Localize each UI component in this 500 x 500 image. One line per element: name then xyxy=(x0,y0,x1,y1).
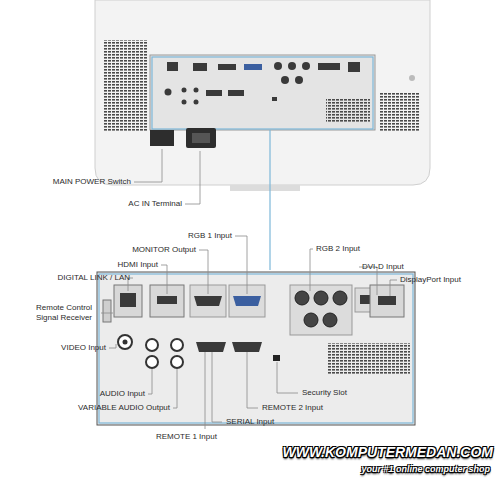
vent-grille xyxy=(326,98,370,122)
part-label: DisplayPort Input xyxy=(400,275,461,285)
part-label: REMOTE 2 Input xyxy=(262,403,323,413)
screw xyxy=(409,75,415,81)
projector-body xyxy=(95,0,430,185)
part-label: MONITOR Output xyxy=(132,245,196,255)
watermark: WWW.KOMPUTERMEDAN.COM xyxy=(283,444,494,461)
part-label: Remote Control Signal Receiver xyxy=(36,303,98,323)
part-label: DVI-D Input xyxy=(362,262,404,272)
vent-grille xyxy=(104,40,148,132)
ac-inlet xyxy=(192,133,210,143)
part-label: RGB 1 Input xyxy=(188,231,232,241)
zoom-panel xyxy=(97,272,415,425)
power-switch xyxy=(150,130,174,146)
rear-panel xyxy=(150,55,375,130)
zoom-line xyxy=(269,130,270,270)
ac-inlet xyxy=(186,128,216,148)
watermark: your #1 online computer shop xyxy=(361,463,490,475)
part-label: Security Slot xyxy=(302,388,347,398)
leader-lines xyxy=(101,149,397,429)
part-label: AC IN Terminal xyxy=(128,199,182,209)
vent-grille xyxy=(380,92,420,132)
part-label: REMOTE 1 Input xyxy=(156,432,217,442)
projector-foot xyxy=(230,185,300,191)
part-label: VIDEO Input xyxy=(61,343,106,353)
part-label: SERIAL Input xyxy=(226,417,274,427)
highlight-frame xyxy=(152,57,373,129)
part-label: HDMI Input xyxy=(118,260,158,270)
part-label: RGB 2 Input xyxy=(316,244,360,254)
part-label: VARIABLE AUDIO Output xyxy=(78,403,170,413)
highlight-frame xyxy=(99,274,413,423)
part-label: DIGITAL LINK / LAN xyxy=(58,273,130,283)
part-label: AUDIO Input xyxy=(100,389,145,399)
part-label: MAIN POWER Switch xyxy=(53,177,131,187)
vent-grille xyxy=(328,343,410,375)
